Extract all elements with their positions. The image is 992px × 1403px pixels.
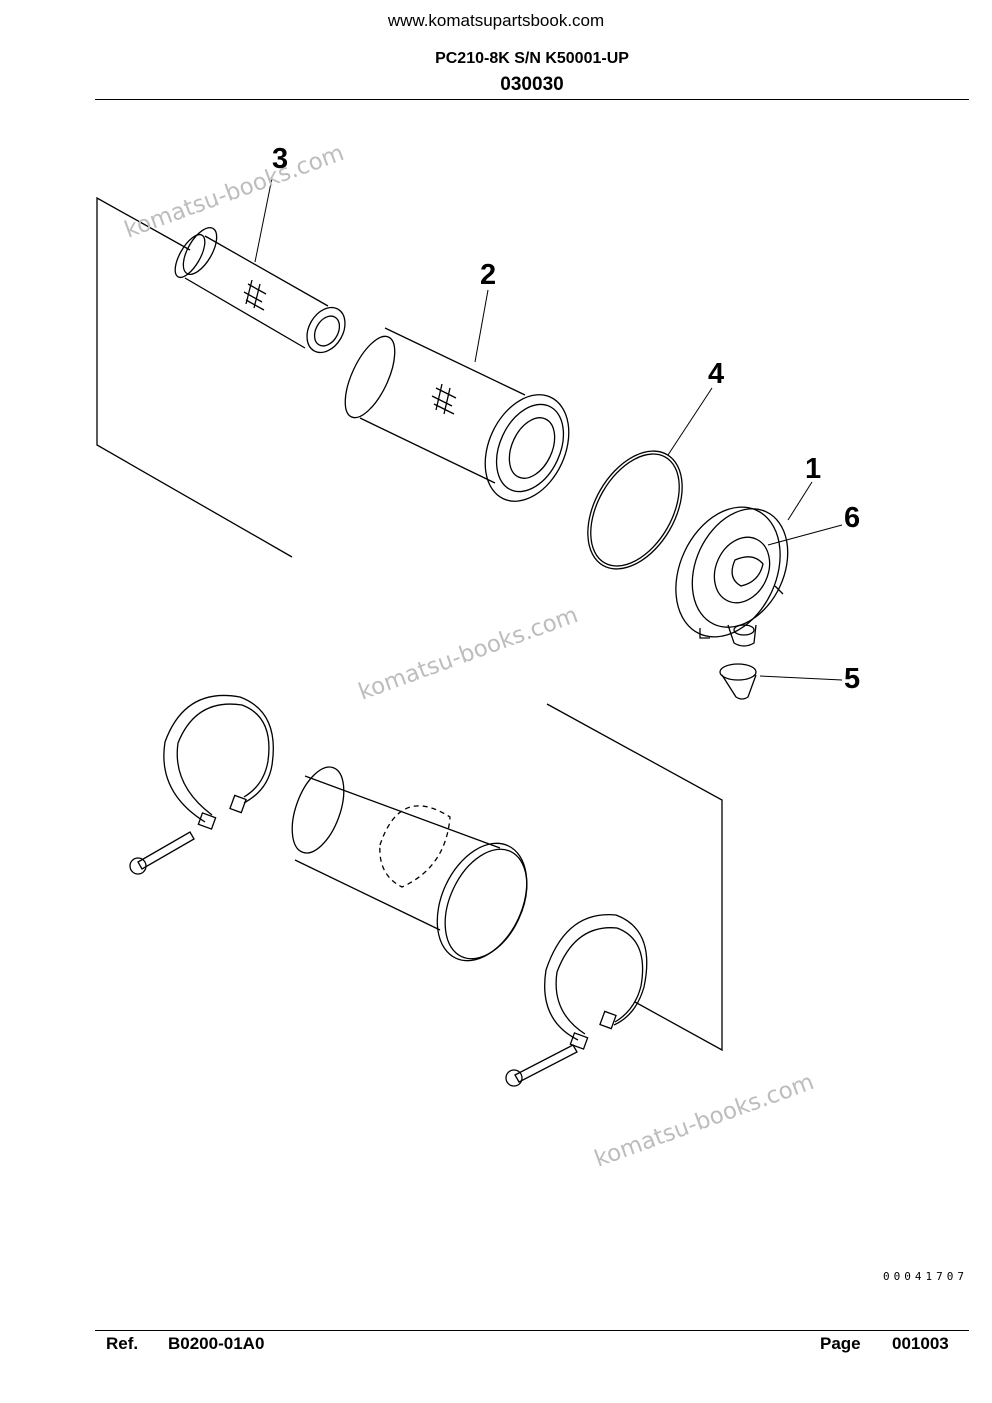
model-title: PC210-8K S/N K50001-UP bbox=[435, 50, 629, 67]
website-url: www.komatsupartsbook.com bbox=[387, 11, 605, 30]
upper-plane-outline bbox=[96, 196, 293, 558]
filter-housing bbox=[291, 766, 528, 962]
ref-label: Ref. bbox=[106, 1334, 139, 1353]
callout-3: 3 bbox=[272, 143, 288, 175]
callout-6: 6 bbox=[844, 502, 860, 534]
watermark-2: komatsu-books.com bbox=[355, 602, 581, 706]
ref-value: B0200-01A0 bbox=[168, 1334, 265, 1353]
watermark-3: komatsu-books.com bbox=[591, 1069, 817, 1173]
inner-filter-element bbox=[174, 227, 346, 354]
footer-divider bbox=[95, 1330, 969, 1331]
callout-4: 4 bbox=[708, 358, 724, 390]
watermark-1: komatsu-books.com bbox=[121, 140, 347, 244]
end-cover bbox=[675, 506, 789, 647]
upper-clamp-bolt bbox=[129, 831, 195, 875]
callout-5: 5 bbox=[844, 663, 860, 695]
section-code: 030030 bbox=[500, 74, 564, 95]
page-label: Page bbox=[820, 1334, 861, 1353]
upper-band-clamp bbox=[163, 694, 274, 830]
header-divider bbox=[95, 99, 969, 100]
illustration-number: 00041707 bbox=[883, 1270, 968, 1283]
lower-band-clamp bbox=[544, 913, 648, 1050]
callout-2: 2 bbox=[480, 259, 496, 291]
lower-clamp-bolt bbox=[505, 1044, 578, 1087]
o-ring bbox=[587, 450, 683, 570]
lower-plane-outline bbox=[546, 703, 723, 1052]
callout-1: 1 bbox=[805, 453, 821, 485]
leader-lines bbox=[254, 177, 843, 681]
outer-filter-element bbox=[344, 327, 570, 502]
vacuator-valve bbox=[719, 663, 757, 700]
page-value: 001003 bbox=[892, 1334, 949, 1353]
